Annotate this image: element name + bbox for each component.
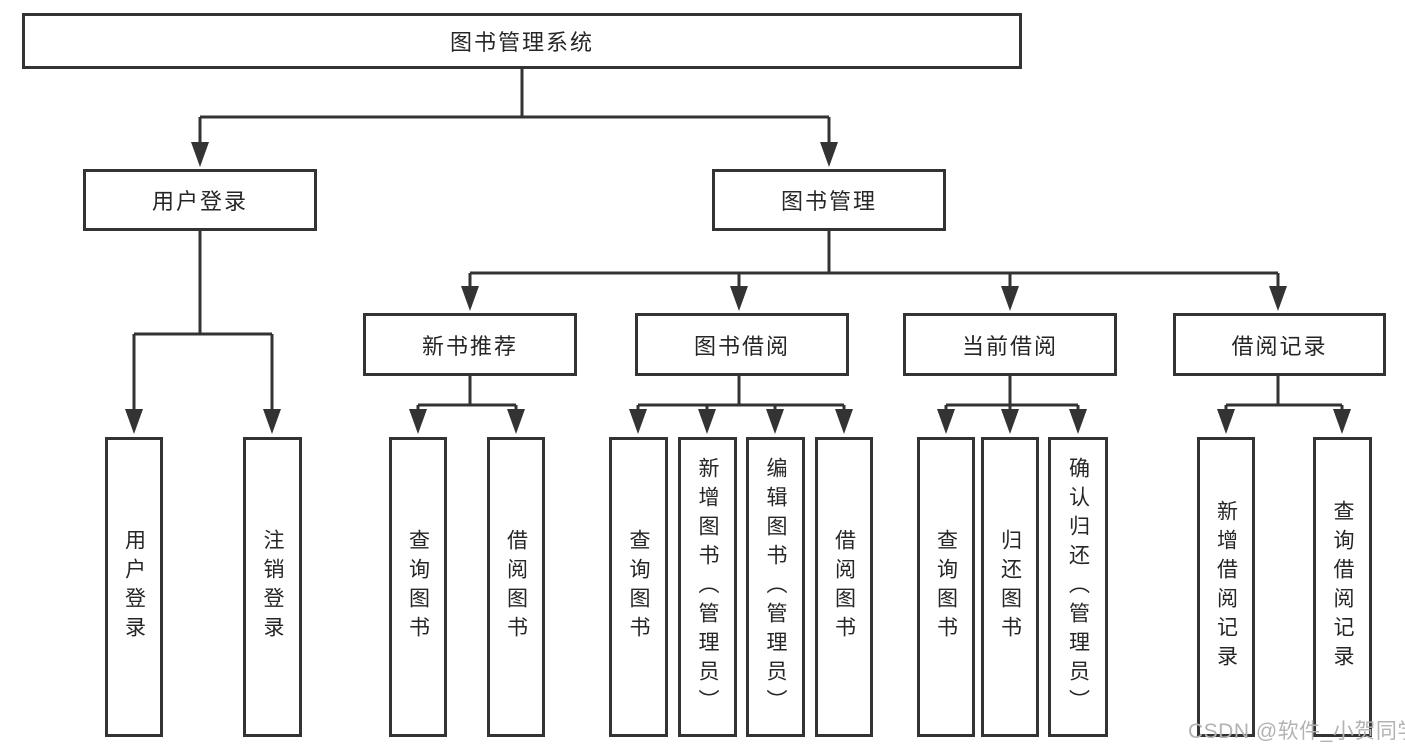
leaf-add-borrow-record-label: 新增借阅记录 xyxy=(1214,500,1238,674)
csdn-watermark: CSDN @软件_小贺同学 xyxy=(1188,720,1405,743)
node-borrowing-records: 借阅记录 xyxy=(1173,313,1386,376)
node-library-system-label: 图书管理系统 xyxy=(449,30,594,55)
leaf-logout: 注销登录 xyxy=(243,437,302,737)
leaf-borrow-books-2: 借阅图书 xyxy=(815,437,873,737)
leaf-borrow-books-1-label: 借阅图书 xyxy=(504,529,528,645)
node-user-login-label: 用户登录 xyxy=(151,189,248,214)
node-book-borrowing: 图书借阅 xyxy=(635,313,849,376)
leaf-logout-label: 注销登录 xyxy=(261,529,284,645)
leaf-borrow-books-2-label: 借阅图书 xyxy=(832,529,856,645)
leaf-user-login-label: 用户登录 xyxy=(122,529,146,645)
leaf-query-books-3-label: 查询图书 xyxy=(934,529,958,645)
leaf-edit-books-admin-label: 编辑图书（管理员） xyxy=(764,456,787,718)
leaf-query-books-1-label: 查询图书 xyxy=(406,529,430,645)
leaf-user-login: 用户登录 xyxy=(105,437,163,737)
leaf-return-books-label: 归还图书 xyxy=(998,529,1022,645)
node-book-management-label: 图书管理 xyxy=(780,189,877,214)
leaf-query-books-3: 查询图书 xyxy=(917,437,975,737)
node-current-borrowing-label: 当前借阅 xyxy=(961,333,1058,359)
leaf-query-books-2-label: 查询图书 xyxy=(627,529,650,645)
node-new-book-recommend-label: 新书推荐 xyxy=(421,333,518,359)
node-current-borrowing: 当前借阅 xyxy=(903,313,1117,376)
leaf-query-borrow-record-label: 查询借阅记录 xyxy=(1331,500,1354,674)
leaf-edit-books-admin: 编辑图书（管理员） xyxy=(746,437,805,737)
leaf-query-books-2: 查询图书 xyxy=(609,437,668,737)
leaf-confirm-return-admin: 确认归还（管理员） xyxy=(1048,437,1108,737)
leaf-add-books-admin-label: 新增图书（管理员） xyxy=(696,456,719,718)
leaf-query-borrow-record: 查询借阅记录 xyxy=(1313,437,1372,737)
leaf-add-books-admin: 新增图书（管理员） xyxy=(678,437,737,737)
leaf-confirm-return-admin-label: 确认归还（管理员） xyxy=(1066,456,1090,718)
node-user-login: 用户登录 xyxy=(83,169,317,231)
node-book-management: 图书管理 xyxy=(712,169,946,231)
node-book-borrowing-label: 图书借阅 xyxy=(693,333,790,359)
node-borrowing-records-label: 借阅记录 xyxy=(1231,333,1328,359)
node-library-system: 图书管理系统 xyxy=(22,13,1022,69)
leaf-query-books-1: 查询图书 xyxy=(389,437,447,737)
leaf-borrow-books-1: 借阅图书 xyxy=(487,437,545,737)
leaf-return-books: 归还图书 xyxy=(981,437,1039,737)
leaf-add-borrow-record: 新增借阅记录 xyxy=(1197,437,1255,737)
node-new-book-recommend: 新书推荐 xyxy=(363,313,577,376)
